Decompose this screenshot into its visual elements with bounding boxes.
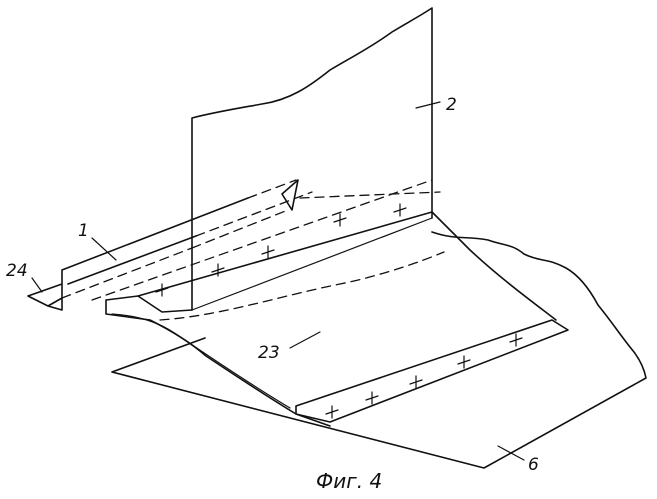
plate-2-base [192,218,432,310]
plate-2 [192,8,432,310]
figure-caption: Фиг. 4 [316,469,382,493]
sheet-23-dashed [160,192,444,320]
label-1: 1 [78,221,89,241]
label-24: 24 [6,261,28,281]
fasteners-top [156,204,406,296]
fasteners-bottom [326,334,522,418]
bottom-strip [296,320,568,422]
label-23: 23 [258,343,280,363]
label-2: 2 [446,95,457,115]
label-6: 6 [528,455,539,475]
profile-1 [28,198,248,310]
